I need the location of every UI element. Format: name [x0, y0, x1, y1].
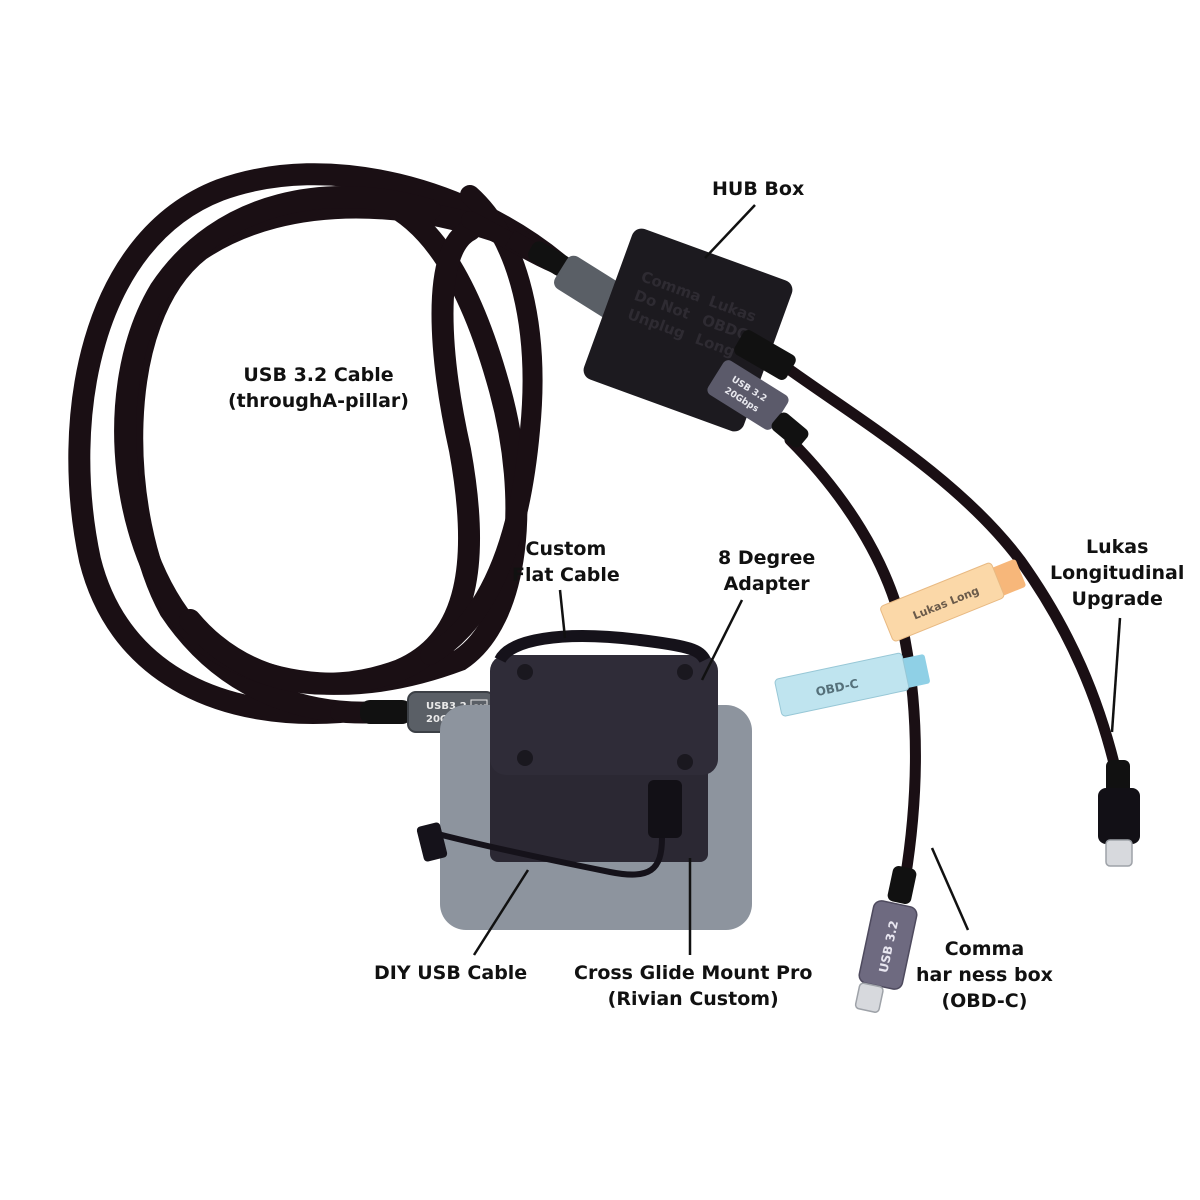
label-comma-line1: Comma: [944, 938, 1025, 960]
usb-cable-coil: [68, 163, 579, 724]
tag-obdc-card: [774, 652, 910, 717]
leader-lukas: [1110, 617, 1122, 733]
hub-obdc-relief: [771, 412, 809, 448]
obdc-cable: [784, 434, 921, 886]
hub-input-relief: [528, 241, 572, 277]
label-flat-cable-line2: Flat Cable: [512, 564, 620, 586]
label-comma-line3: (OBD-C): [941, 990, 1028, 1012]
label-usb-cable-line2: (throughA-pillar): [228, 390, 409, 412]
coil-loop-4: [179, 219, 481, 695]
label-usb-cable: USB 3.2 Cable (throughA-pillar): [228, 362, 409, 414]
cable-tag-obdc: OBD-C: [774, 652, 930, 717]
leader-comma: [930, 847, 970, 931]
leader-flat-cable: [558, 589, 567, 639]
label-8-degree-adapter: 8 Degree Adapter: [718, 545, 815, 597]
adapter-screw-br: [677, 754, 693, 770]
label-hub-box-text: HUB Box: [712, 178, 805, 200]
custom-flat-cable: [494, 630, 711, 664]
label-cross-glide-mount: Cross Glide Mount Pro (Rivian Custom): [574, 960, 812, 1012]
mount-usbc-plug: [648, 780, 682, 838]
tag-lukas-card: [880, 562, 1005, 642]
label-mount-line1: Cross Glide Mount Pro: [574, 962, 813, 984]
leader-adapter: [700, 599, 744, 681]
label-flat-cable-line1: Custom: [525, 538, 607, 560]
hub-obdc-plug-shell: [707, 360, 789, 430]
label-lukas-line2: Longitudinal: [1050, 562, 1185, 584]
hub-box: Comma Do Not Unplug Lukas OBDC Long USB …: [583, 228, 809, 448]
hub-output-cables: [784, 364, 1124, 886]
leader-lines: [472, 204, 1122, 956]
diy-usb-cable-plug: [416, 822, 448, 862]
coil-loop-1: [68, 163, 571, 724]
adapter-screw-tl: [517, 664, 533, 680]
obdc-plug-tip: [854, 982, 884, 1013]
label-diy-usb-cable: DIY USB Cable: [374, 960, 527, 986]
label-adapter-line2: Adapter: [723, 573, 810, 595]
lukas-plug-tip: [1105, 839, 1133, 867]
lukas-usbc-plug: [1098, 760, 1140, 867]
leader-hub-box: [704, 204, 756, 259]
adapter-screw-tr: [677, 664, 693, 680]
label-diy-usb-text: DIY USB Cable: [374, 962, 528, 984]
hub-lukas-plug: [734, 330, 796, 380]
lukas-plug-body: [1098, 788, 1140, 844]
obdc-plug-relief: [887, 866, 917, 904]
label-hub-box: HUB Box: [712, 176, 804, 202]
plug-strain-relief: [360, 700, 412, 724]
diy-usb-cable: [429, 829, 665, 878]
lukas-cable: [784, 364, 1124, 786]
adapter-screw-bl: [517, 750, 533, 766]
lukas-plug-relief: [1106, 760, 1130, 794]
label-comma-line2: har ness box: [916, 964, 1053, 986]
label-comma-harness-box: Comma har ness box (OBD-C): [916, 936, 1053, 1014]
adapter-plate: [490, 655, 718, 775]
cable-tag-lukas: Lukas Long: [880, 559, 1026, 642]
label-lukas-upgrade: Lukas Longitudinal Upgrade: [1050, 534, 1184, 612]
obdc-usbc-plug: USB 3.2: [854, 866, 918, 1013]
plug-print-line1: USB3.2: [426, 701, 467, 712]
label-mount-line2: (Rivian Custom): [607, 988, 779, 1010]
label-usb-cable-line1: USB 3.2 Cable: [243, 364, 394, 386]
mount-assembly: [416, 630, 752, 930]
leader-diy-usb: [472, 869, 530, 956]
label-custom-flat-cable: Custom Flat Cable: [512, 536, 620, 588]
label-adapter-line1: 8 Degree: [718, 547, 816, 569]
label-lukas-line3: Upgrade: [1071, 588, 1163, 610]
label-lukas-line1: Lukas: [1085, 536, 1149, 558]
